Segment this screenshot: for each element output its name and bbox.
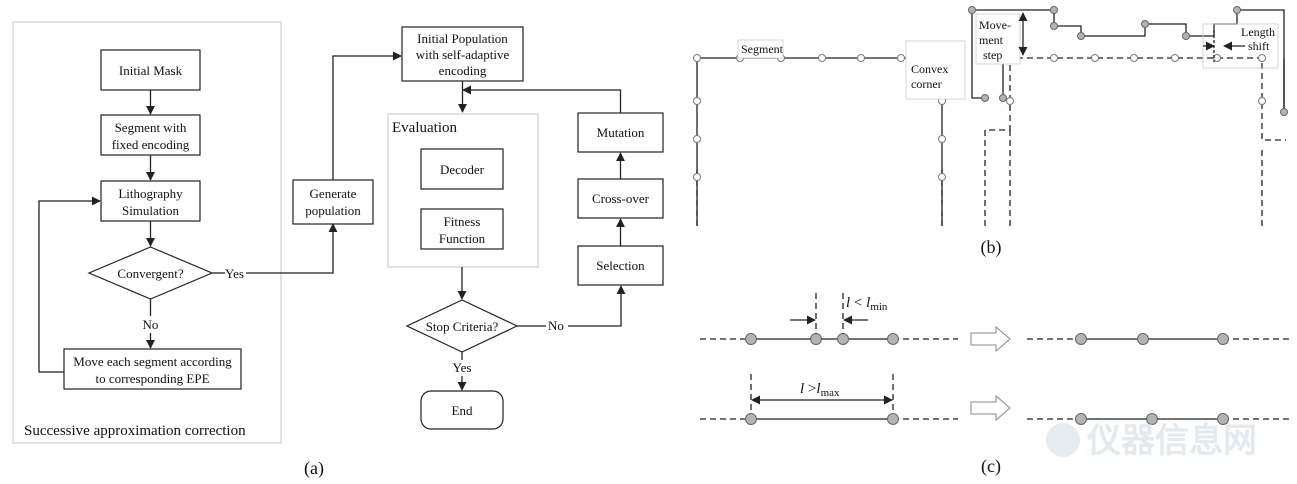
fitness-label-1: Fitness (444, 214, 481, 229)
segment-box (100, 114, 201, 156)
segment-label-1: Segment with (115, 120, 187, 135)
convex-label-2: corner (911, 77, 942, 91)
sac-frame-label: Successive approximation correction (24, 423, 246, 439)
lmax-sub: max (821, 387, 840, 399)
move-box (63, 348, 242, 390)
evaluation-frame (387, 113, 539, 268)
lmax-sym: l (816, 381, 820, 397)
arrow-feedback-loop (38, 196, 101, 373)
convergent-label: Convergent? (117, 266, 183, 281)
convex-corner-tag (905, 40, 966, 100)
row1-transform-arrow (970, 325, 1011, 353)
length-label-2: shift (1248, 39, 1270, 53)
evaluation-title: Evaluation (392, 120, 457, 136)
movement-label-2: ment (979, 33, 1004, 47)
initial-population-box (401, 26, 524, 82)
lmax-rel: > (804, 381, 816, 397)
row1-point (887, 333, 899, 345)
crossover-label: Cross-over (592, 191, 650, 206)
litho-label-2: Simulation (122, 203, 180, 218)
lmin-sym: l (866, 295, 870, 311)
initial-mask-label: Initial Mask (119, 63, 183, 78)
move-label-1: Move each segment according (73, 354, 232, 369)
move-label-2: to corresponding EPE (95, 371, 209, 386)
generate-label-1: Generate (310, 186, 357, 201)
panel-b: Segment Convex corner (693, 6, 1288, 258)
movement-label-1: Move- (979, 18, 1011, 32)
row1-point (837, 333, 849, 345)
panel-a: Successive approximation correction Init… (12, 21, 664, 479)
left-segment-points (693, 54, 946, 181)
generate-label-2: population (305, 203, 361, 218)
segment-label-2: fixed encoding (112, 137, 190, 152)
segment-label: Segment (741, 42, 784, 56)
movement-label-3: step (983, 48, 1002, 62)
arrow-generate-to-initpop (332, 51, 402, 180)
row1-point (745, 333, 757, 345)
length-label-1: Length (1241, 25, 1275, 39)
original-pattern-dashed (984, 57, 1286, 226)
initpop-label-1: Initial Population (417, 31, 508, 46)
lmax-l: l (800, 381, 804, 397)
no-label-a: No (143, 317, 159, 332)
row1-after-point (1217, 333, 1229, 345)
movement-tag (975, 13, 1021, 65)
watermark-logo-icon (1046, 423, 1080, 457)
end-box (420, 390, 504, 430)
caption-c: (c) (981, 456, 1001, 477)
stop-yes-label: Yes (453, 360, 472, 375)
row2-transform-arrow (970, 394, 1011, 422)
watermark: 仪器信息网 (1046, 421, 1257, 461)
crossover-box (577, 178, 664, 219)
caption-a: (a) (304, 458, 324, 479)
stop-label: Stop Criteria? (426, 319, 499, 334)
row1-after-point (1075, 333, 1087, 345)
arrow-mutation-to-loop (462, 85, 622, 113)
mutation-label: Mutation (597, 125, 645, 140)
left-pattern-outline (696, 57, 943, 226)
initpop-label-3: encoding (439, 63, 487, 78)
sac-frame (12, 21, 282, 444)
panel-c: l < lmin l >lmax (c) (700, 293, 1289, 477)
lmin-l: l (846, 295, 850, 311)
corrected-segment-points (968, 6, 1288, 116)
lmin-sub: min (870, 301, 888, 313)
row2-after-point (1146, 413, 1158, 425)
lmin-rel: < (850, 295, 866, 311)
initpop-label-2: with self-adaptive (416, 47, 510, 62)
watermark-text: 仪器信息网 (1086, 421, 1257, 461)
row2-after-point (1217, 413, 1229, 425)
litho-label-1: Lithography (118, 186, 183, 201)
convex-label-1: Convex (911, 62, 948, 76)
selection-label: Selection (596, 258, 645, 273)
row2-after-point (1075, 413, 1087, 425)
arrow-no-to-selection (568, 285, 626, 327)
segment-tag (737, 39, 784, 59)
yes-label-a: Yes (225, 266, 244, 281)
fitness-box (420, 208, 504, 250)
row2-point (745, 413, 757, 425)
end-label: End (452, 403, 473, 418)
row2-point (887, 413, 899, 425)
lmax-label: l >lmax (800, 381, 840, 399)
decoder-label: Decoder (440, 162, 485, 177)
stop-no-label: No (548, 318, 564, 333)
litho-box (100, 180, 201, 222)
row1-after-point (1137, 333, 1149, 345)
fitness-label-2: Function (439, 231, 486, 246)
arrow-yes-to-generate (246, 223, 338, 274)
lmin-label: l < lmin (846, 295, 888, 313)
decoder-box (420, 148, 504, 190)
caption-b: (b) (981, 237, 1002, 258)
generate-box (292, 179, 374, 225)
selection-box (577, 245, 664, 286)
row1-point (810, 333, 822, 345)
